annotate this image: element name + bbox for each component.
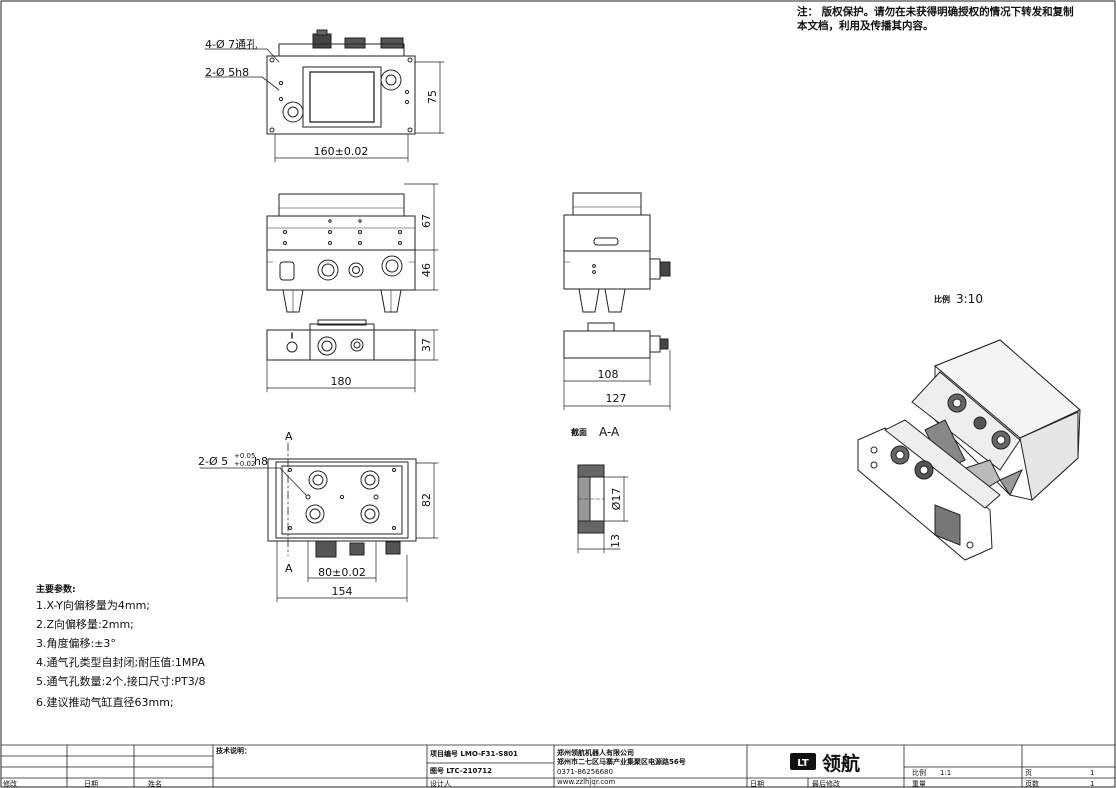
company-address: 郑州市二七区马寨产业集聚区电源路56号 [557,757,686,766]
page-label: 页 [1025,769,1032,777]
logo-mark [790,753,816,770]
strip-view-dim-side: 37 [420,338,433,352]
logo-mark-text: LT [797,758,809,769]
project-number: 项目编号 LMO-F31-S801 [430,749,518,758]
front-view [266,183,439,313]
bottom-view-dim-height: 82 [420,493,433,507]
param-item: 6.建议推动气缸直径63mm; [36,695,174,709]
bottom-view-tol-upper: +0.05 [234,452,255,460]
copyright-notice: 注： 版权保护。请勿在未获得明确授权的情况下转发和复制 本文档，利用及传播其内容… [797,5,1074,32]
front-view-dim-lower: 46 [420,263,433,277]
rev-date-label: 日期 [84,780,98,788]
section-mark-top: A [285,430,293,443]
notice-line-1: 注： 版权保护。请勿在未获得明确授权的情况下转发和复制 [797,5,1074,18]
drawing-number: 图号 LTC-210712 [430,766,492,775]
param-item: 2.Z向偏移量:2mm; [36,617,134,631]
main-parameters: 主要参数: 1.X-Y向偏移量为4mm; 2.Z向偏移量:2mm; 3.角度偏移… [36,583,205,709]
notice-line-2: 本文档，利用及传播其内容。 [797,19,934,32]
param-item: 1.X-Y向偏移量为4mm; [36,598,150,612]
company-name: 郑州领航机器人有限公司 [557,748,634,757]
section-dim-diameter: Ø17 [610,488,623,511]
side-view-dim-108: 108 [598,368,619,381]
top-view-hole-label-2: 2-Ø 5h8 [205,66,249,79]
bottom-view-dim-spacing: 80±0.02 [318,566,366,579]
iso-scale-value: 3:10 [956,292,983,306]
date-label: 日期 [750,780,764,788]
side-view-dim-127: 127 [606,392,627,405]
company-website: www.zzlhjqr.com [557,778,615,786]
top-view [204,29,445,163]
front-view-dim-upper: 67 [420,214,433,228]
bottom-view-hole-label: 2-Ø 5 [198,455,228,468]
section-prefix: 截面 [571,427,587,437]
bottom-view [199,442,439,603]
pages-value: 1 [1090,780,1094,788]
top-view-hole-label-4: 4-Ø 7通孔 [205,38,257,51]
last-modified-label: 最后修改 [812,779,840,788]
pages-label: 页数 [1025,779,1039,788]
param-item: 4.通气孔类型自封闭;耐压值:1MPA [36,655,205,669]
bottom-view-dim-width: 154 [332,585,353,598]
company-phone: 0371-86256680 [557,768,613,776]
weight-label: 重量 [912,780,926,788]
tech-notes-label: 技术说明： [216,746,251,755]
scale-label: 比例 [912,768,926,777]
section-a-a-view [577,464,629,554]
param-item: 3.角度偏移:±3° [36,636,116,650]
side-view [563,192,671,411]
scale-value: 1:1 [940,769,951,777]
iso-scale-label: 比例 [934,294,950,304]
title-block [0,744,1116,788]
bottom-view-fit: h8 [254,455,268,468]
designer-label: 设计人 [430,779,451,788]
section-title: A-A [599,425,620,439]
isometric-view [857,339,1081,561]
param-item: 5.通气孔数量:2个,接口尺寸:PT3/8 [36,674,205,688]
strip-view [266,319,439,393]
strip-view-dim-width: 180 [331,375,352,388]
top-view-dim-height: 75 [426,90,439,104]
bottom-view-tol-lower: +0.02 [234,460,255,468]
rev-name-label: 姓名 [148,779,162,788]
top-view-dim-width: 160±0.02 [314,145,369,158]
company-logo: LT 领航 [790,752,860,775]
rev-modify-label: 修改 [3,779,17,788]
section-mark-bottom: A [285,562,293,575]
page-value: 1 [1090,769,1094,777]
section-dim-length: 13 [609,534,622,548]
params-title: 主要参数: [36,583,76,595]
logo-text: 领航 [822,752,860,775]
